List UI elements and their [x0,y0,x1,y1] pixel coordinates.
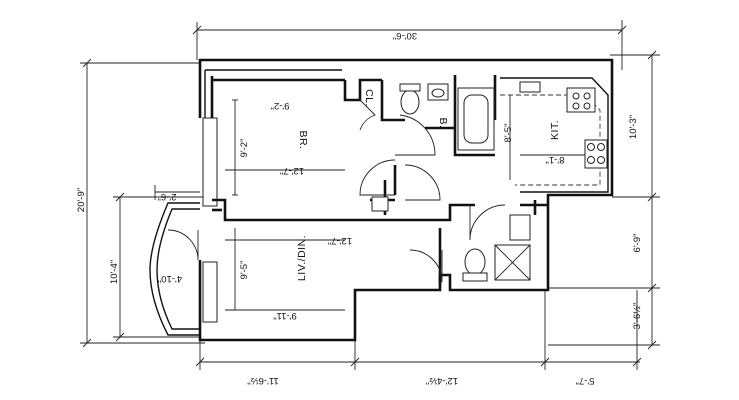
kitchen-label: KIT. [549,120,561,140]
closet-label: CL. [363,89,375,107]
bay-width-dim: 2'-6" [158,191,177,202]
bedroom-height-dim: 9'-2" [239,139,250,158]
bottom-middle-dim: 12'-4½" [426,375,458,386]
doors [167,99,506,283]
bath-fixtures [399,83,531,282]
overall-width-dim: 30'-6" [393,30,417,41]
bath-label: B. [437,118,449,129]
bay-overall-dim: 10'-4" [109,260,120,284]
living-lower-dim: 9'-11" [273,310,297,321]
bottom-left-dim: 11'-6½" [247,375,278,386]
right-middle-dim: 6'-9" [632,234,643,253]
dimension-lines [80,20,660,370]
bay-window [149,117,218,336]
bottom-right-dim: 5'-7" [576,375,595,386]
exterior-walls [198,58,614,342]
kitchen-fixtures [500,77,609,193]
kitchen-depth-dim: 8'-5" [503,124,514,143]
living-depth-dim: 9'-5" [239,261,250,280]
kitchen-width-dim: 8'-1" [546,154,565,165]
bedroom-width-dim: 9'-2" [271,100,290,111]
bay-depth-dim: 4'-10" [158,273,182,284]
bedroom-depth-dim: 12'-7" [280,165,304,176]
living-dining-label: LIV./DIN. [296,235,308,281]
right-lower-dim: 3'-6½" [632,303,643,330]
overall-depth-dim: 20'-9" [76,188,87,212]
bedroom-label: BR. [297,130,309,149]
living-width-dim: 12'-7" [328,235,352,246]
right-upper-dim: 10'-3" [628,115,639,139]
